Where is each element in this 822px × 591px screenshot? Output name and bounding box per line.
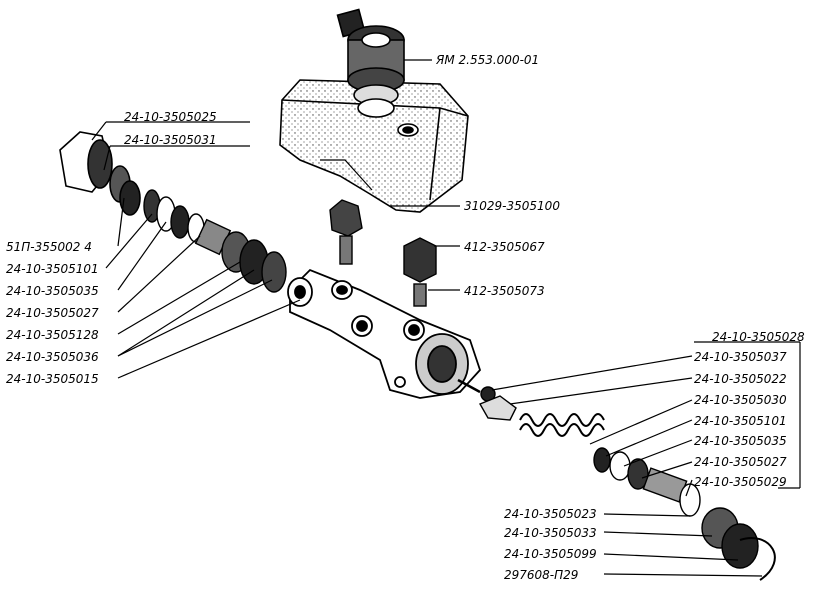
- label-r-027: 24-10-3505027: [694, 455, 787, 469]
- label-plug: 24-10-3505025: [124, 110, 217, 124]
- label-l-101: 24-10-3505101: [6, 262, 99, 276]
- label-r-029: 24-10-3505029: [694, 475, 787, 489]
- label-l-035: 24-10-3505035: [6, 284, 99, 298]
- label-r-101: 24-10-3505101: [694, 414, 787, 428]
- left-parts: [143, 189, 287, 293]
- label-b-033: 24-10-3505033: [504, 526, 597, 540]
- label-r-030: 24-10-3505030: [694, 393, 787, 407]
- label-r-037: 24-10-3505037: [694, 350, 787, 364]
- label-valve-067: 412-3505067: [464, 240, 545, 254]
- label-plug-washer: 24-10-3505031: [124, 133, 217, 147]
- label-reservoir: 31029-3505100: [464, 199, 560, 213]
- leader-lines: [91, 59, 801, 577]
- label-l-036: 24-10-3505036: [6, 350, 99, 364]
- label-r-035: 24-10-3505035: [694, 434, 787, 448]
- label-b-p29: 297608-П29: [504, 568, 579, 582]
- label-51p: 51П-355002 4: [6, 240, 92, 254]
- reservoir: [279, 79, 469, 213]
- label-l-015: 24-10-3505015: [6, 372, 99, 386]
- label-b-023: 24-10-3505023: [504, 507, 597, 521]
- reservoir-cap: [336, 8, 405, 118]
- label-reservoir-cap: ЯМ 2.553.000-01: [436, 53, 540, 67]
- label-l-128: 24-10-3505128: [6, 328, 99, 342]
- spring: [519, 413, 605, 437]
- label-l-027: 24-10-3505027: [6, 306, 99, 320]
- valve-lower: [403, 237, 437, 307]
- label-b-099: 24-10-3505099: [504, 547, 597, 561]
- cylinder-body: [287, 268, 482, 399]
- label-r-022: 24-10-3505022: [694, 372, 787, 386]
- label-group-028: 24-10-3505028: [712, 330, 805, 344]
- valve-upper: [329, 199, 363, 265]
- plug: [59, 131, 141, 216]
- right-parts: [457, 378, 776, 581]
- label-valve-073: 412-3505073: [464, 284, 545, 298]
